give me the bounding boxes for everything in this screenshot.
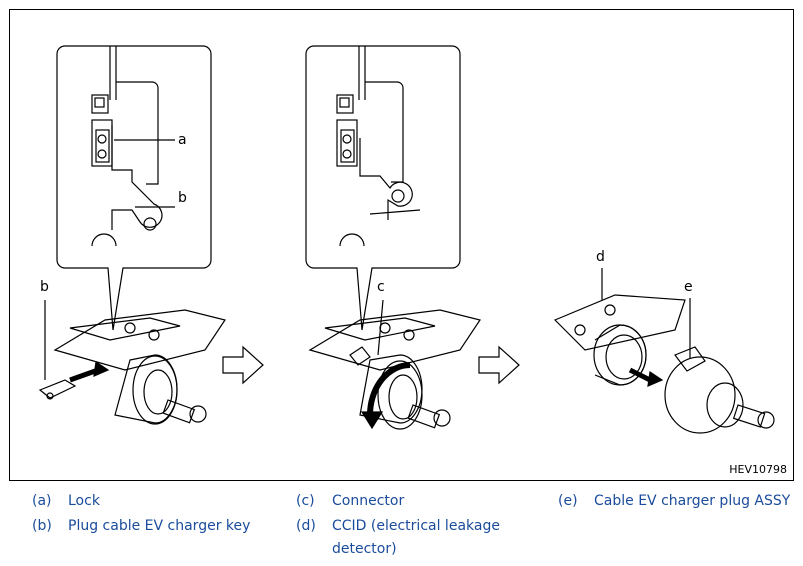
next-step-arrow-1	[222, 345, 264, 385]
legend-text: Cable EV charger plug ASSY	[594, 493, 791, 509]
legend-item-b: (b) Plug cable EV charger key	[32, 517, 282, 541]
legend-text: CCID (electrical leakage	[332, 518, 500, 534]
legend-key: (a)	[32, 493, 52, 509]
legend-item-e: (e) Cable EV charger plug ASSY	[558, 492, 798, 516]
step1-assembly	[38, 300, 226, 425]
legend-text: Connector	[332, 493, 405, 509]
step2-assembly	[308, 299, 481, 430]
callout-a-lock-detail: a	[178, 132, 187, 148]
callout-c-connector: c	[377, 279, 385, 295]
callout-b-key-detail: b	[178, 190, 187, 206]
diagram-frame: a b b c d e HEV10798	[9, 9, 794, 481]
assembly-illustration	[38, 45, 775, 434]
callout-e-plug-assy: e	[684, 279, 693, 295]
legend-text: Lock	[68, 493, 100, 509]
legend-text: Plug cable EV charger key	[68, 518, 251, 534]
legend-key: (e)	[558, 493, 578, 509]
legend-item-c: (c) Connector	[296, 492, 536, 516]
legend-text-continued: detector)	[332, 541, 397, 557]
callout-b-key: b	[40, 279, 49, 295]
legend-key: (b)	[32, 518, 52, 534]
next-step-arrow-2	[478, 345, 520, 385]
step1-detail-callout	[56, 45, 212, 331]
legend-key: (d)	[296, 518, 316, 534]
legend-key: (c)	[296, 493, 315, 509]
figure-id: HEV10798	[729, 463, 787, 476]
callout-d-ccid: d	[596, 249, 605, 265]
legend-item-d: (d) CCID (electrical leakage detector)	[296, 517, 536, 563]
step3-assembly	[553, 268, 775, 434]
step2-detail-callout	[305, 45, 461, 331]
legend-item-a: (a) Lock	[32, 492, 282, 516]
